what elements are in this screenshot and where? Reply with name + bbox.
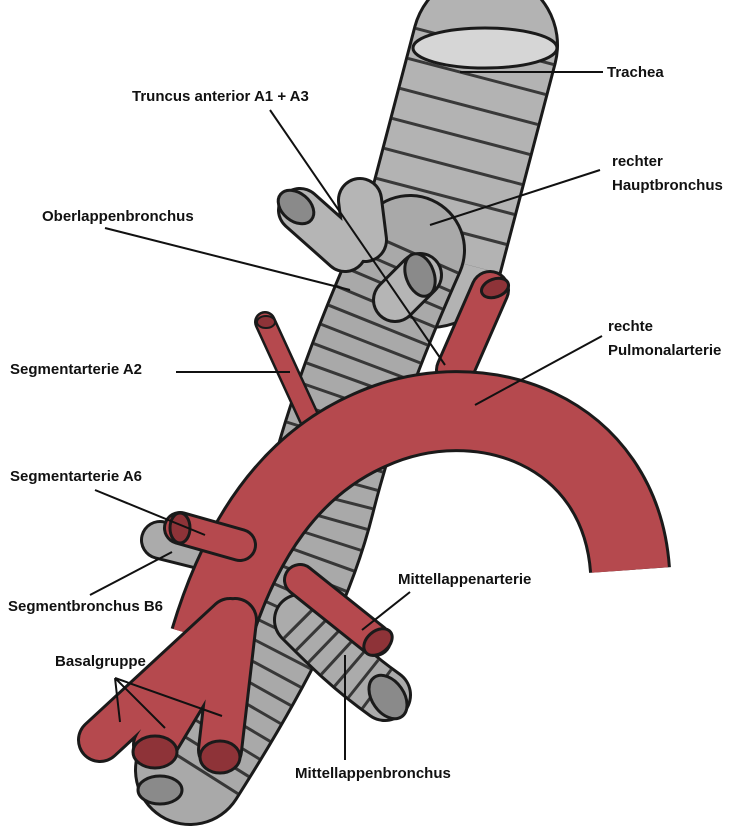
- leader-b6: [89, 551, 173, 596]
- label-truncus-anterior: Truncus anterior A1 + A3: [132, 88, 309, 105]
- leader-mittel-arterie: [361, 591, 411, 631]
- label-pulmonal-2: Pulmonalarterie: [608, 342, 721, 359]
- leader-truncus: [269, 109, 446, 366]
- leader-oberlappen: [104, 227, 351, 291]
- trachea-top-ring: [411, 26, 559, 70]
- label-basalgruppe: Basalgruppe: [55, 653, 146, 670]
- labels: Trachea Truncus anterior A1 + A3 rechter…: [8, 64, 723, 782]
- leader-a6: [94, 489, 206, 536]
- leader-basal: [114, 677, 223, 729]
- leader-pulmonal: [474, 335, 603, 406]
- truncus-anterior-shape: [438, 273, 507, 387]
- label-hauptbronchus-1: rechter: [612, 153, 663, 170]
- label-segmentarterie-a6: Segmentarterie A6: [10, 468, 142, 485]
- label-segmentbronchus-b6: Segmentbronchus B6: [8, 598, 163, 615]
- basal-arteries-shape: [80, 600, 255, 770]
- label-hauptbronchus-2: Hauptbronchus: [612, 177, 723, 194]
- label-oberlappenbronchus: Oberlappenbronchus: [42, 208, 194, 225]
- leader-hauptbronchus: [429, 169, 601, 226]
- label-trachea: Trachea: [607, 64, 664, 81]
- label-mittellappenbronchus: Mittellappenbronchus: [295, 765, 451, 782]
- leader-lines: [89, 71, 603, 760]
- label-segmentarterie-a2: Segmentarterie A2: [10, 361, 142, 378]
- label-mittellappenarterie: Mittellappenarterie: [398, 571, 531, 588]
- label-pulmonal-1: rechte: [608, 318, 653, 335]
